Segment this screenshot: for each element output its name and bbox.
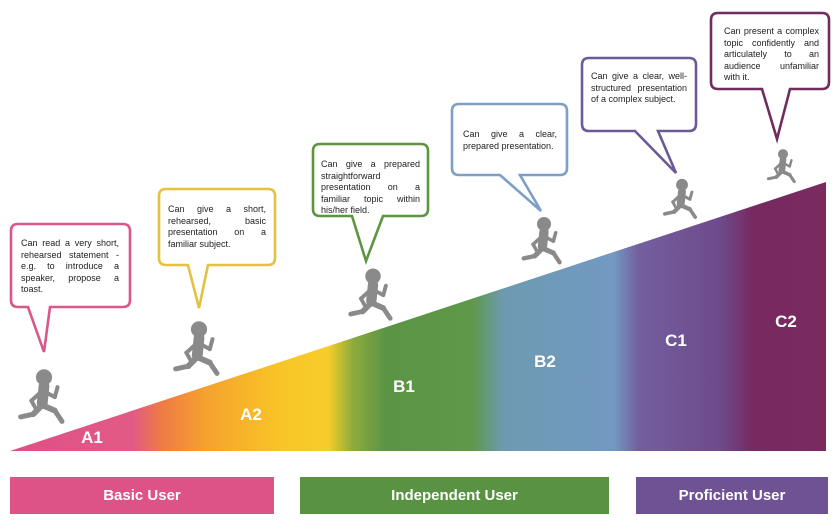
runner-front-shin (52, 408, 65, 424)
a2-description: Can give a short, rehearsed, basic prese… (168, 204, 266, 249)
runner-back-arm (29, 389, 44, 403)
speech-bubble-b1 (311, 142, 430, 265)
runner-back-shin (173, 363, 191, 372)
runner-head (676, 178, 688, 191)
runner-front-arm (196, 340, 212, 352)
runner-front-forearm (551, 230, 558, 243)
speech-bubble-a1 (9, 222, 132, 353)
runner-front-arm (370, 287, 386, 298)
runner-front-forearm (788, 159, 793, 168)
runner-head (35, 369, 53, 386)
speech-bubble-c1 (580, 56, 698, 174)
runner-a2 (173, 321, 220, 376)
runner-front-shin (551, 250, 562, 265)
runner-b2 (521, 217, 562, 265)
speech-bubble-b2 (450, 102, 569, 212)
speech-bubble-a2 (157, 187, 277, 309)
runner-front-forearm (688, 190, 694, 201)
runner-front-shin (207, 360, 220, 376)
runner-back-arm (671, 193, 682, 204)
runner-front-shin (380, 305, 393, 321)
runner-a1 (18, 369, 65, 424)
runner-back-forearm (531, 242, 539, 254)
runner-back-shin (348, 309, 366, 317)
runner-back-forearm (359, 296, 368, 309)
runner-head (536, 217, 552, 232)
level-label-a1: A1 (81, 428, 103, 447)
b1-description: Can give a prepared straightforward pres… (321, 159, 420, 215)
runner-back-forearm (773, 167, 780, 175)
level-label-c2: C2 (775, 312, 797, 331)
runner-back-arm (359, 288, 373, 301)
runner-front-forearm (207, 337, 215, 352)
speech-bubble-c2 (709, 11, 831, 144)
band-basic-user: Basic User (10, 477, 274, 514)
runner-front-forearm (52, 385, 60, 400)
level-label-c1: C1 (665, 331, 687, 350)
runner-head (190, 321, 208, 338)
runner-back-shin (766, 175, 778, 181)
runner-front-arm (781, 161, 791, 168)
runner-back-shin (521, 253, 537, 261)
runner-front-arm (541, 234, 556, 243)
runner-c1 (663, 178, 698, 219)
level-label-b1: B1 (393, 377, 415, 396)
runner-front-arm (41, 388, 57, 400)
band-independent-user: Independent User (300, 477, 609, 514)
b2-description: Can give a clear, prepared presentation. (463, 129, 557, 151)
runner-c2 (766, 149, 796, 184)
runner-back-shin (663, 210, 676, 216)
level-label-a2: A2 (240, 405, 262, 424)
runner-back-shin (18, 411, 36, 420)
c2-description: Can present a complex topic confidently … (724, 26, 819, 82)
runner-front-shin (788, 173, 796, 184)
runner-front-arm (679, 193, 692, 201)
runner-head (777, 149, 789, 160)
runner-back-arm (184, 341, 199, 355)
runner-front-shin (688, 207, 698, 219)
progress-ramp (10, 182, 826, 451)
runner-back-forearm (29, 398, 38, 411)
band-proficient-user: Proficient User (636, 477, 828, 514)
a1-description: Can read a very short, rehearsed stateme… (21, 238, 119, 294)
runner-back-arm (773, 161, 783, 170)
runner-back-arm (531, 234, 544, 247)
runner-front-forearm (381, 283, 388, 298)
runner-back-forearm (671, 200, 678, 210)
c1-description: Can give a clear, well-structured presen… (591, 71, 687, 104)
runner-head (365, 268, 381, 284)
runner-b1 (348, 268, 393, 321)
level-label-b2: B2 (534, 352, 556, 371)
runner-back-forearm (184, 350, 193, 363)
